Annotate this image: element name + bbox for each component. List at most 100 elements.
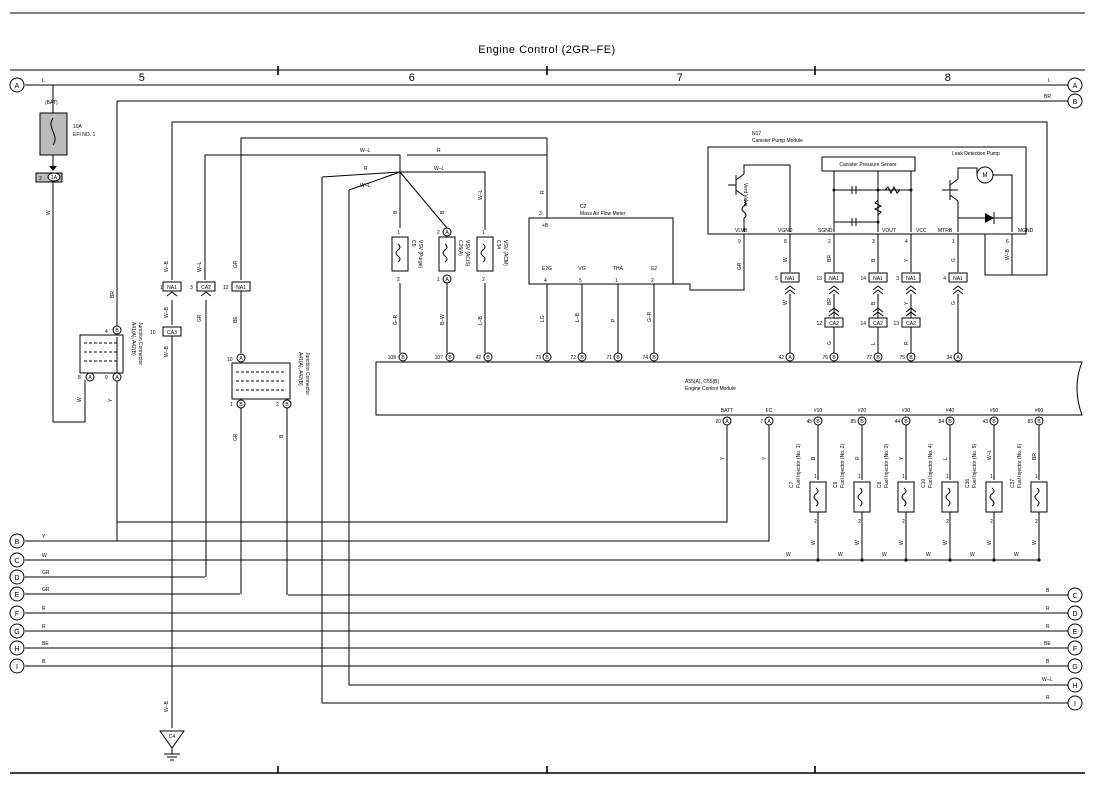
terminal-circle-I (9, 658, 25, 674)
wire-color: W–B (164, 261, 170, 273)
column-label-7: 7 (677, 72, 684, 84)
terminal-circle-H (1067, 677, 1083, 693)
wire-color: P (611, 318, 617, 322)
pin-number: 8 (78, 375, 81, 381)
pin-number: 42 (475, 355, 481, 361)
terminal-circle-F (1067, 640, 1083, 656)
splice-dot (876, 220, 880, 224)
connector-id: B (948, 419, 952, 425)
canister-pin-label: VCC (916, 228, 927, 234)
pin-number: 6 (1006, 239, 1009, 245)
terminal-circle-A (1067, 77, 1083, 93)
chevron-icon (952, 289, 964, 295)
connector-id: NA1 (236, 285, 246, 291)
wire-color: GR (233, 433, 239, 441)
pin-number: 42 (778, 355, 784, 361)
ldp-name: Leak Detection Pump (952, 151, 1000, 157)
pin-number: 10 (150, 330, 156, 336)
wire-color: Y (108, 398, 114, 402)
engine-control-module (375, 361, 1083, 416)
injector-name: Fuel Injector (No. 2) (840, 443, 846, 488)
pin-number: 10 (227, 357, 233, 363)
wire-color: Y (904, 258, 910, 262)
terminal-circle-B (1067, 93, 1083, 109)
pin-number: 2 (39, 176, 42, 182)
pin-number: 3 (190, 285, 193, 291)
ecm-pin-label: #10 (814, 408, 823, 414)
connector-id: B (239, 402, 243, 408)
fuse-name: EFI NO. 1 (73, 132, 95, 138)
ground-name: C4 (169, 734, 176, 740)
wire-label: R (1046, 695, 1050, 701)
canister-id: N17 (752, 131, 761, 137)
terminal-letter: I (16, 664, 18, 671)
terminal-circle-D (1067, 605, 1083, 621)
maf-id: C2 (580, 204, 587, 210)
chevron-icon (872, 289, 884, 295)
connector-id: B (545, 355, 549, 361)
pin-number: 108 (388, 355, 397, 361)
wire-color: W–L (434, 166, 445, 172)
vsv-name: VSV (Purge) (417, 240, 423, 268)
splice-dot (816, 558, 820, 562)
pin-number: 2 (651, 278, 654, 284)
connector-box (868, 317, 888, 328)
wire-label: R (1046, 606, 1050, 612)
pin-number: 1 (482, 230, 485, 236)
wire-color: W (1032, 540, 1038, 545)
canister-pressure-sensor (821, 156, 916, 172)
pin-number: 13 (893, 321, 899, 327)
connector-circle (873, 352, 883, 362)
pin-number: 4 (544, 278, 547, 284)
splice-dot (909, 188, 913, 192)
connector-circle (542, 352, 552, 362)
pin-number: 45 (806, 419, 812, 425)
connector-id: CA2 (906, 321, 916, 327)
connector-id: A (956, 355, 960, 361)
wire-label: W (42, 553, 47, 559)
wire-label: GR (42, 587, 50, 593)
pin-number: 3 (539, 211, 542, 217)
connector-box (901, 272, 921, 283)
junction-name: A41(A), A42(B) (297, 352, 303, 386)
connector-id: A (115, 375, 119, 381)
chevron-icon (784, 285, 796, 291)
wire-color: W (855, 540, 861, 545)
wire-label: R (42, 624, 46, 630)
pin-number: 2 (1035, 519, 1038, 525)
wire-color: BR (110, 291, 116, 298)
canister-pins: VLVB9VGND8SGND2VOUT3VCC4MTRB1MGND6GRW–BW… (673, 228, 1034, 372)
connector-box (868, 272, 888, 283)
connector-id: A (445, 230, 449, 236)
wire-color: G–R (647, 311, 653, 322)
wire-color: W–L (360, 183, 371, 189)
terminal-circle-F (9, 605, 25, 621)
junction-connector-1 (79, 334, 124, 374)
junction-desc: Junction Connector (304, 352, 310, 395)
wire (673, 234, 745, 291)
connector-id: 1A (51, 175, 58, 181)
connector-id: B (401, 355, 405, 361)
wire-label: R (1046, 624, 1050, 630)
wire-color: W–L (197, 262, 203, 273)
pin-number: 2 (437, 230, 440, 236)
coil-icon (857, 487, 863, 507)
maf-pin-label: THA (613, 266, 624, 272)
injector-name: Fuel Injector (No. 1) (796, 443, 802, 488)
wire-color: B (393, 210, 399, 214)
maf-name: Mass Air Flow Meter (580, 211, 626, 217)
pin-number: 5 (775, 276, 778, 282)
pin-number: 1 (615, 278, 618, 284)
connector-id: A (725, 419, 729, 425)
terminal-letter: C (1072, 593, 1077, 600)
splice-dot (1037, 558, 1041, 562)
wire-color: W–L (360, 148, 371, 154)
wire-color: BR (1032, 453, 1038, 460)
splice-dot (860, 558, 864, 562)
connector-id: B (832, 355, 836, 361)
wire-color: W (77, 397, 83, 402)
pin-number: 2 (990, 519, 993, 525)
injector-id: C36 (965, 479, 971, 488)
wire-label: L (42, 78, 45, 84)
connector-box (901, 317, 921, 328)
